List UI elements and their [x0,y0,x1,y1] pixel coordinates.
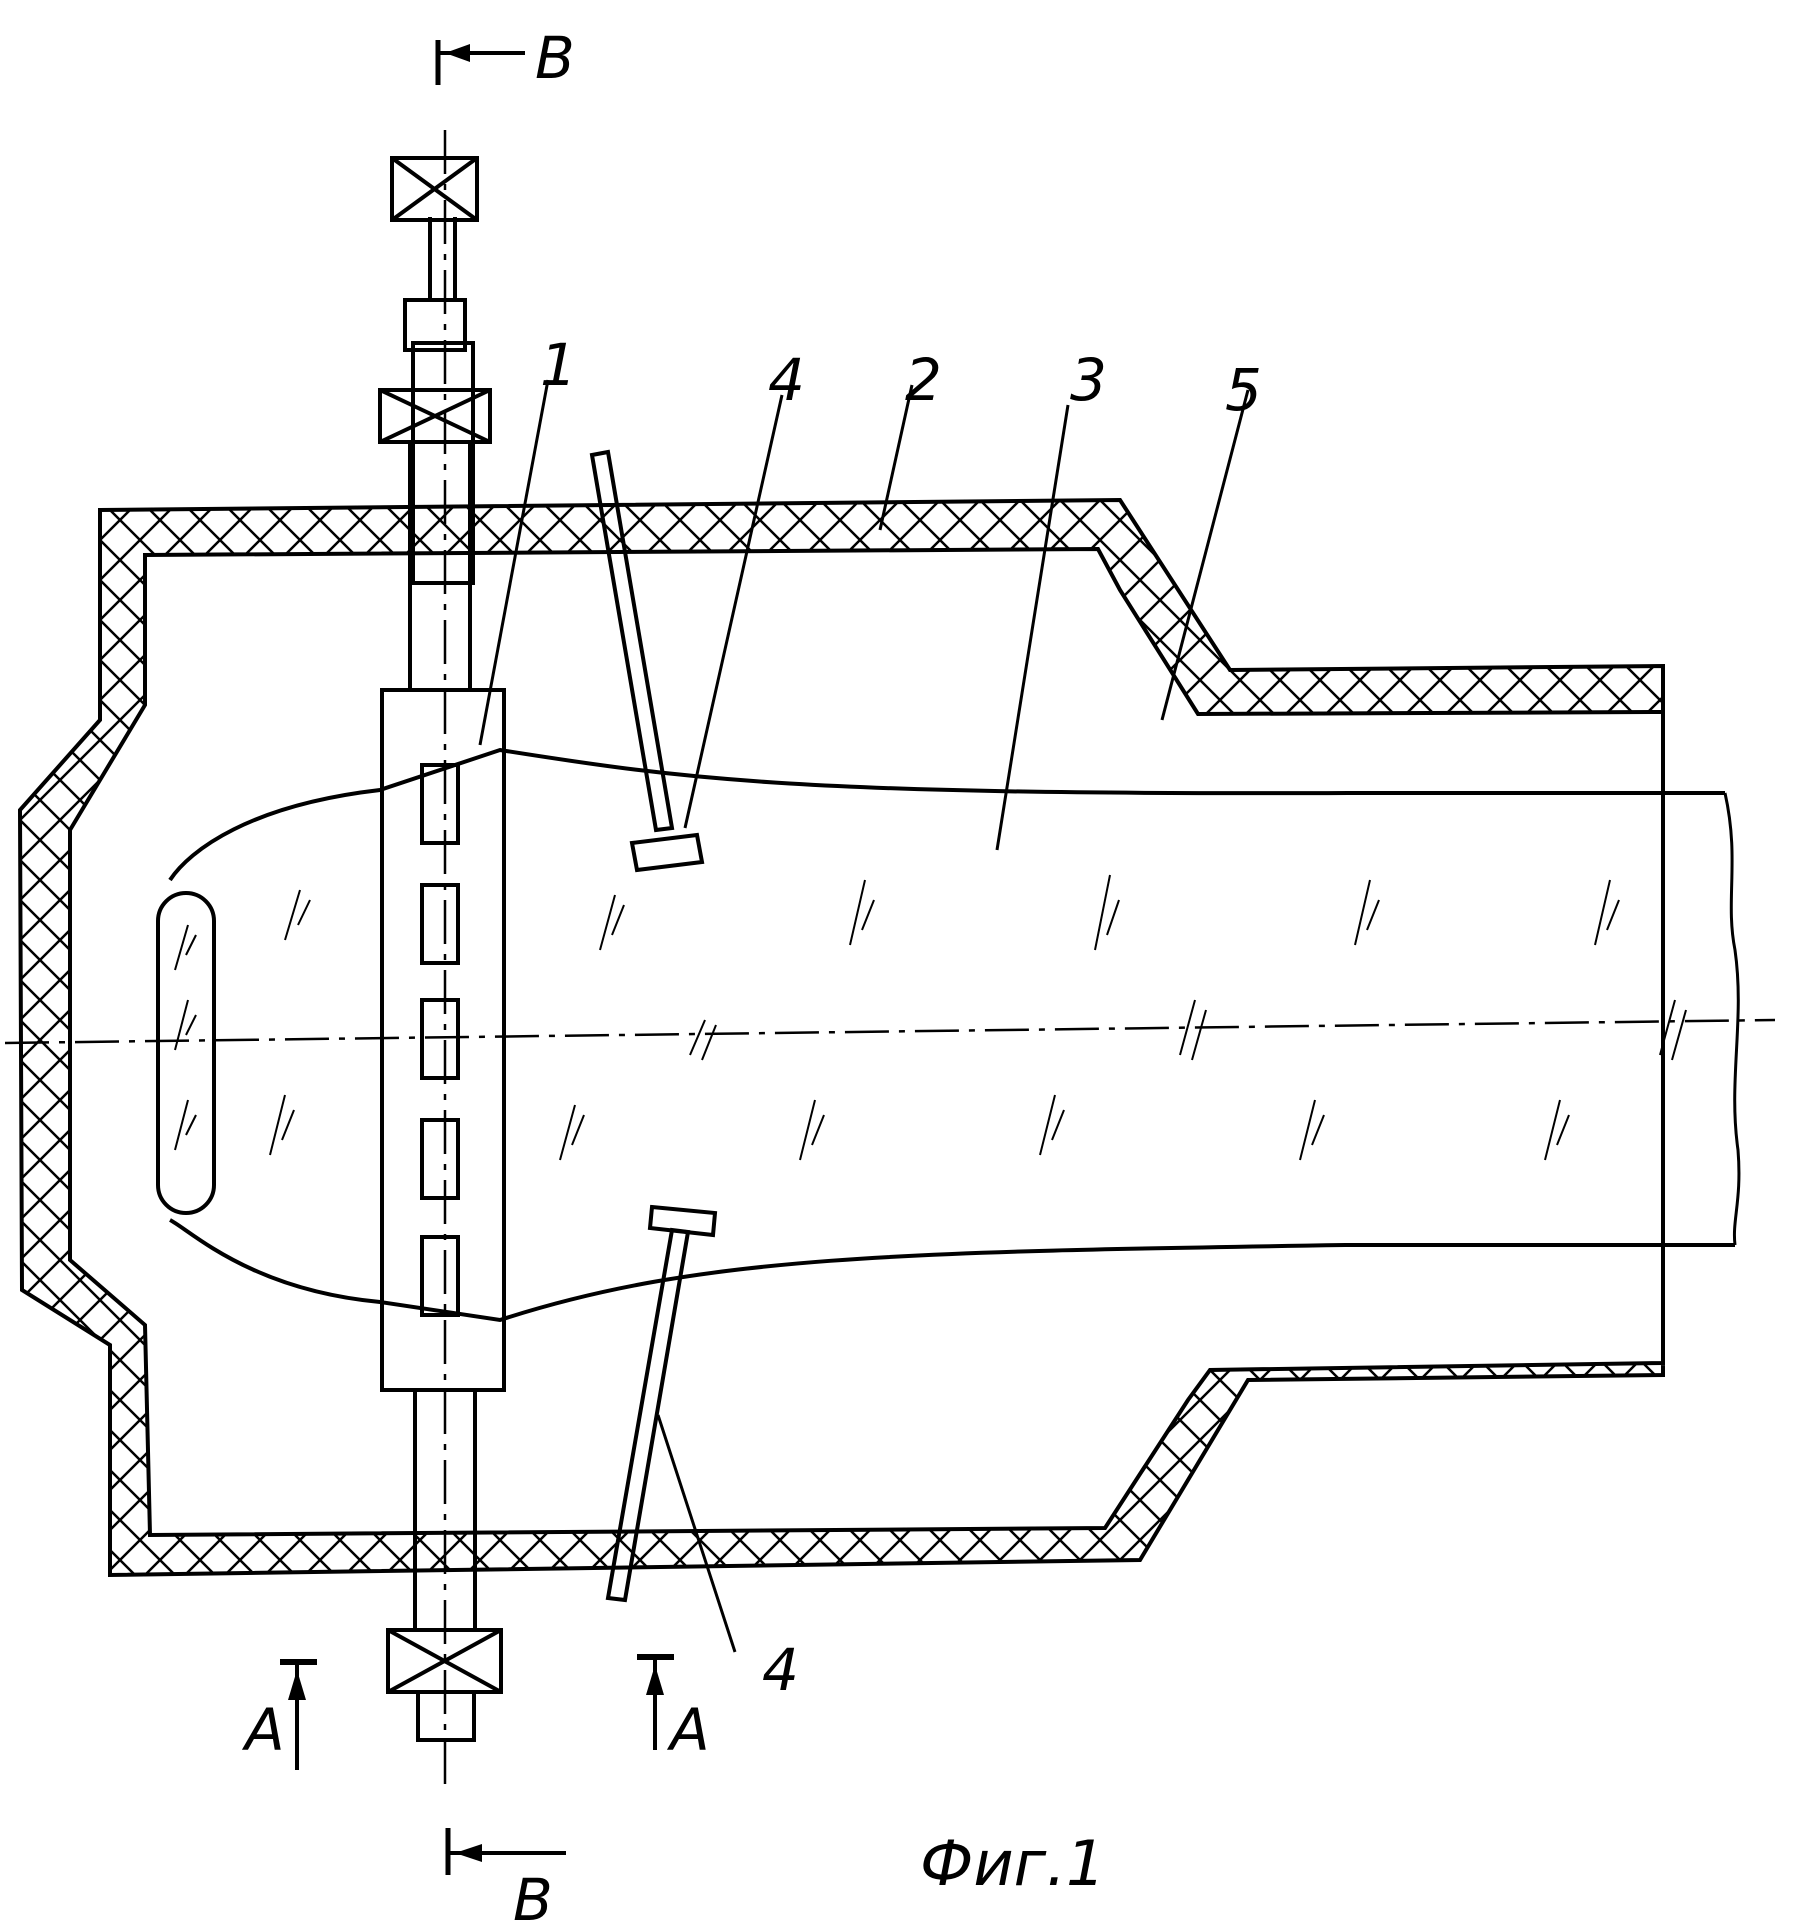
section-A-left: A [241,1660,317,1770]
end-window [158,893,214,1213]
callout-1: 1 [540,331,577,399]
section-A-right: A [637,1655,710,1764]
burner-body [382,690,504,1390]
callout-3: 3 [1070,346,1107,414]
callout-2: 2 [905,346,942,414]
section-B-bottom: B [448,1828,566,1926]
label-A-right: A [666,1696,710,1764]
section-B-top: B [438,24,575,92]
nozzle-1 [422,765,458,843]
label-B-bottom: B [513,1866,553,1926]
nozzle-5 [422,1237,458,1315]
label-A-left: A [241,1696,285,1764]
glass-hatch-marks [175,875,1686,1160]
callout-4-bottom: 4 [762,1636,799,1704]
housing-wall [20,500,1663,1575]
figure-caption: Фиг.1 [920,1827,1105,1900]
nozzle-2 [422,885,458,963]
callout-5: 5 [1225,356,1262,424]
nozzle-3 [422,1000,458,1078]
callout-4-top: 4 [768,346,805,414]
center-axis [5,1020,1775,1043]
nozzle-4 [422,1120,458,1198]
label-B-top: B [535,24,575,92]
